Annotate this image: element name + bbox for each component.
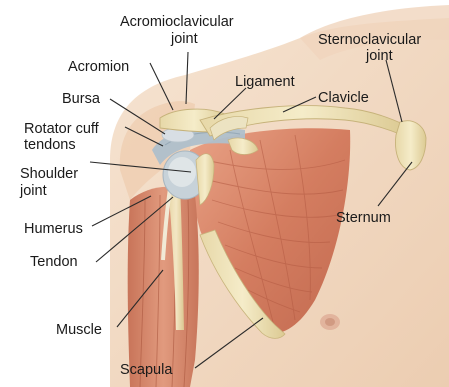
label-shoulder-joint: joint (19, 183, 47, 199)
label-bursa: Bursa (62, 91, 101, 107)
label-sternoclavicular-joint: joint (365, 48, 393, 64)
label-shoulder: Shoulder (20, 166, 78, 182)
label-rotator-cuff: Rotator cuff (24, 121, 100, 137)
label-ligament: Ligament (235, 74, 295, 90)
label-sternum: Sternum (336, 210, 391, 226)
label-muscle: Muscle (56, 322, 102, 338)
label-humerus: Humerus (24, 221, 83, 237)
label-rotator-cuff-tendons: tendons (24, 137, 76, 153)
label-tendon: Tendon (30, 254, 78, 270)
label-acromioclavicular-joint: joint (170, 31, 198, 47)
label-scapula: Scapula (120, 362, 173, 378)
label-sternoclavicular: Sternoclavicular (318, 32, 421, 48)
label-clavicle: Clavicle (318, 90, 369, 106)
label-acromioclavicular: Acromioclavicular (120, 14, 234, 30)
label-acromion: Acromion (68, 59, 129, 75)
